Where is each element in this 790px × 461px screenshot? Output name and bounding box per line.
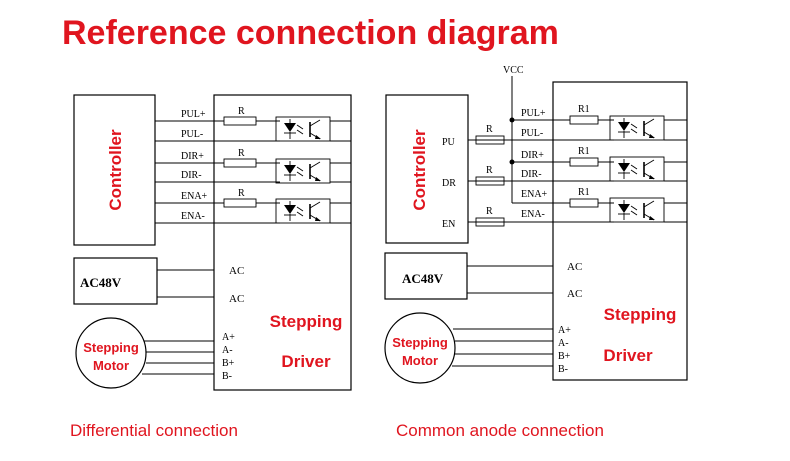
controller-label: Controller [106, 129, 125, 211]
resistor-icon [475, 217, 505, 227]
motor-label-motor: Motor [402, 353, 438, 368]
pin-label-pul-minus: PUL- [181, 129, 203, 140]
optocoupler-icon [609, 197, 665, 223]
resistor-label: R1 [578, 187, 590, 198]
page-title: Reference connection diagram [62, 14, 559, 52]
resistor-label: R [238, 188, 245, 199]
resistor-icon [569, 115, 599, 125]
resistor-label: R [486, 124, 493, 135]
resistor-label: R1 [578, 146, 590, 157]
resistor-label: R [486, 206, 493, 217]
ac-terminal-label: AC [229, 293, 244, 305]
power-supply-box [73, 257, 158, 305]
pin-label-ena-minus: ENA- [521, 209, 545, 220]
resistor-label: R [238, 106, 245, 117]
motor-pin-b-plus: B+ [558, 351, 571, 362]
motor-pin-a-minus: A- [222, 345, 233, 356]
caption-common-anode: Common anode connection [396, 421, 604, 440]
resistor-icon [223, 116, 257, 126]
motor-label-stepping: Stepping [392, 335, 448, 350]
resistor-label: R1 [578, 104, 590, 115]
optocoupler-icon [275, 158, 331, 184]
resistor-icon [223, 198, 257, 208]
resistor-icon [569, 198, 599, 208]
pin-label-ena-plus: ENA+ [521, 189, 548, 200]
ac-terminal-label: AC [229, 265, 244, 277]
optocoupler-icon [275, 116, 331, 142]
resistor-icon [569, 157, 599, 167]
motor-pin-a-plus: A+ [558, 325, 571, 336]
caption-differential: Differential connection [70, 421, 238, 440]
power-supply-label: AC48V [402, 271, 444, 286]
resistor-icon [475, 176, 505, 186]
resistor-icon [475, 135, 505, 145]
power-supply-label: AC48V [80, 275, 122, 290]
motor-pin-b-plus: B+ [222, 358, 235, 369]
motor-icon [384, 312, 456, 384]
driver-label-stepping: Stepping [270, 312, 343, 331]
driver-label-driver: Driver [281, 352, 331, 371]
ac-terminal-label: AC [567, 288, 582, 300]
pin-label-dir-plus: DIR+ [181, 151, 204, 162]
optocoupler-icon [275, 198, 331, 224]
motor-label-motor: Motor [93, 358, 129, 373]
controller-box [385, 94, 469, 244]
controller-pin-pu: PU [442, 137, 456, 148]
motor-pin-a-minus: A- [558, 338, 569, 349]
controller-pin-dr: DR [442, 178, 456, 189]
motor-icon [75, 317, 147, 389]
motor-pin-b-minus: B- [222, 371, 232, 382]
controller-label: Controller [410, 129, 429, 211]
motor-label-stepping: Stepping [83, 340, 139, 355]
pin-label-dir-plus: DIR+ [521, 150, 544, 161]
driver-box [552, 81, 688, 381]
controller-box [73, 94, 156, 246]
motor-pin-b-minus: B- [558, 364, 568, 375]
ac-terminal-label: AC [567, 261, 582, 273]
differential-diagram: Controller Stepping Driver R R R [70, 94, 352, 440]
pin-label-ena-plus: ENA+ [181, 191, 208, 202]
optocoupler-icon [609, 156, 665, 182]
driver-label-driver: Driver [603, 346, 653, 365]
pin-label-pul-plus: PUL+ [521, 108, 546, 119]
controller-pin-en: EN [442, 219, 455, 230]
resistor-icon [223, 158, 257, 168]
driver-label-stepping: Stepping [604, 305, 677, 324]
driver-box [213, 94, 352, 391]
resistor-label: R [238, 148, 245, 159]
motor-pin-a-plus: A+ [222, 332, 235, 343]
pin-label-dir-minus: DIR- [521, 169, 542, 180]
pin-label-ena-minus: ENA- [181, 211, 205, 222]
resistor-label: R [486, 165, 493, 176]
common-anode-diagram: Controller Stepping Driver VCC R R R PU … [384, 65, 688, 440]
pin-label-pul-plus: PUL+ [181, 109, 206, 120]
optocoupler-icon [609, 115, 665, 141]
pin-label-dir-minus: DIR- [181, 170, 202, 181]
power-supply-box [384, 252, 468, 300]
pin-label-pul-minus: PUL- [521, 128, 543, 139]
vcc-label: VCC [503, 65, 524, 76]
signal-wires: R R R [155, 106, 351, 224]
